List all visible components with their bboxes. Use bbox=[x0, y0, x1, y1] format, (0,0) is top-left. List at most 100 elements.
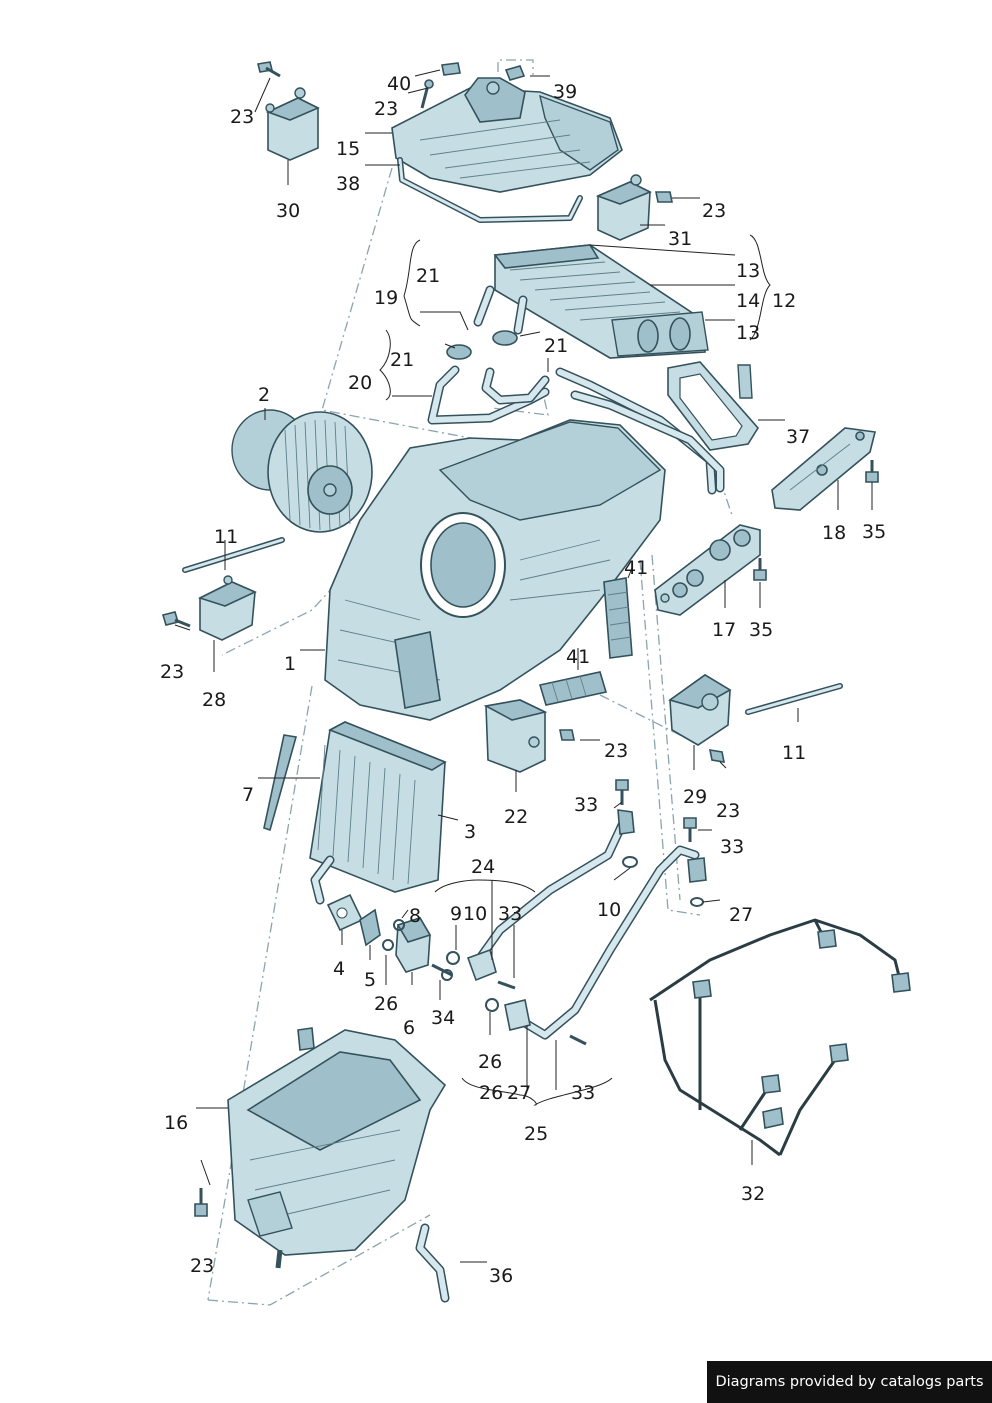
coolant-hoses-19-20 bbox=[427, 365, 725, 495]
rod-11-right bbox=[745, 683, 843, 715]
screw-23-top bbox=[420, 79, 434, 109]
callout-23: 23 bbox=[160, 661, 184, 683]
callout-33: 33 bbox=[720, 836, 744, 858]
callout-35: 35 bbox=[862, 521, 886, 543]
bolt-34 bbox=[431, 963, 453, 977]
callout-25: 25 bbox=[524, 1123, 548, 1145]
callout-19: 19 bbox=[374, 287, 398, 309]
callout-38: 38 bbox=[336, 173, 360, 195]
cover-plate-18 bbox=[771, 427, 876, 511]
callout-10: 10 bbox=[463, 903, 487, 925]
callout-31: 31 bbox=[668, 228, 692, 250]
callout-2: 2 bbox=[258, 384, 270, 406]
screw-35-upper bbox=[865, 460, 879, 483]
screw-23-top-left bbox=[257, 61, 281, 78]
callout-15: 15 bbox=[336, 138, 360, 160]
callout-37: 37 bbox=[786, 426, 810, 448]
callout-9: 9 bbox=[450, 903, 462, 925]
blower-motor-2 bbox=[231, 409, 373, 533]
callout-13: 13 bbox=[736, 260, 760, 282]
callout-33: 33 bbox=[498, 903, 522, 925]
callout-11: 11 bbox=[782, 742, 806, 764]
callout-26: 26 bbox=[478, 1051, 502, 1073]
callout-11: 11 bbox=[214, 526, 238, 548]
linkage-rod-38 bbox=[397, 157, 583, 223]
callout-27: 27 bbox=[729, 904, 753, 926]
callout-26: 26 bbox=[479, 1082, 503, 1104]
callout-13: 13 bbox=[736, 322, 760, 344]
callout-23: 23 bbox=[374, 98, 398, 120]
screw-35-lower bbox=[753, 558, 767, 581]
callout-28: 28 bbox=[202, 689, 226, 711]
callout-40: 40 bbox=[387, 73, 411, 95]
callout-32: 32 bbox=[741, 1183, 765, 1205]
callout-5: 5 bbox=[364, 969, 376, 991]
actuator-motor-29 bbox=[668, 674, 732, 746]
callout-20: 20 bbox=[348, 372, 372, 394]
callout-33: 33 bbox=[574, 794, 598, 816]
lower-housing-16 bbox=[227, 1027, 447, 1269]
callout-10: 10 bbox=[597, 899, 621, 921]
screw-23-center bbox=[559, 729, 575, 741]
o-rings-8-9-26 bbox=[382, 919, 499, 1012]
callout-23: 23 bbox=[230, 106, 254, 128]
callout-39: 39 bbox=[553, 81, 577, 103]
screw-23-right bbox=[708, 749, 726, 763]
callout-35: 35 bbox=[749, 619, 773, 641]
callout-21: 21 bbox=[416, 265, 440, 287]
callout-8: 8 bbox=[409, 905, 421, 927]
callout-23: 23 bbox=[190, 1255, 214, 1277]
callout-23: 23 bbox=[604, 740, 628, 762]
callout-21: 21 bbox=[544, 335, 568, 357]
actuator-motor-31 bbox=[595, 174, 652, 241]
callout-29: 29 bbox=[683, 786, 707, 808]
callout-27: 27 bbox=[507, 1082, 531, 1104]
callout-12: 12 bbox=[772, 290, 796, 312]
leader-lines bbox=[174, 69, 873, 1263]
callout-41: 41 bbox=[566, 646, 590, 668]
evaporator-3 bbox=[309, 721, 447, 905]
callout-22: 22 bbox=[504, 806, 528, 828]
flange-plate-17 bbox=[654, 524, 761, 616]
filter-41-upper bbox=[603, 577, 633, 659]
callout-23: 23 bbox=[716, 800, 740, 822]
callout-18: 18 bbox=[822, 522, 846, 544]
footer-credit: Diagrams provided by catalogs parts bbox=[707, 1361, 992, 1403]
expansion-valve-6 bbox=[395, 917, 432, 973]
seal-strip-7 bbox=[263, 734, 298, 832]
actuator-motor-30 bbox=[265, 87, 320, 161]
housing-cover-15 bbox=[391, 77, 623, 193]
filter-41-lower bbox=[538, 671, 608, 706]
screw-23-left bbox=[161, 611, 191, 628]
callout-30: 30 bbox=[276, 200, 300, 222]
callout-21: 21 bbox=[390, 349, 414, 371]
clip-5 bbox=[359, 908, 381, 947]
hose-clamps-21 bbox=[446, 330, 518, 360]
gasket-37 bbox=[667, 361, 759, 451]
refrigerant-line-24 bbox=[466, 809, 635, 982]
callout-17: 17 bbox=[712, 619, 736, 641]
callout-33: 33 bbox=[571, 1082, 595, 1104]
callout-7: 7 bbox=[242, 784, 254, 806]
heat-exchanger-12 bbox=[473, 244, 709, 359]
screw-40 bbox=[441, 62, 461, 76]
screw-39 bbox=[504, 65, 526, 81]
callout-24: 24 bbox=[471, 856, 495, 878]
actuator-motor-22 bbox=[483, 699, 548, 773]
flange-4 bbox=[326, 893, 364, 932]
callout-4: 4 bbox=[333, 958, 345, 980]
callout-23: 23 bbox=[702, 200, 726, 222]
callout-labels: 23 30 15 38 40 23 39 23 31 13 14 13 12 2… bbox=[160, 73, 886, 1287]
screw-23-bottom bbox=[194, 1188, 208, 1217]
screw-23-right-top bbox=[655, 191, 673, 203]
callout-1: 1 bbox=[284, 653, 296, 675]
callout-34: 34 bbox=[431, 1007, 455, 1029]
hvac-housing-1 bbox=[324, 419, 666, 721]
refrigerant-line-25 bbox=[504, 845, 707, 1040]
rod-11-left bbox=[182, 537, 285, 573]
callout-3: 3 bbox=[464, 821, 476, 843]
callout-41: 41 bbox=[624, 557, 648, 579]
callout-36: 36 bbox=[489, 1265, 513, 1287]
